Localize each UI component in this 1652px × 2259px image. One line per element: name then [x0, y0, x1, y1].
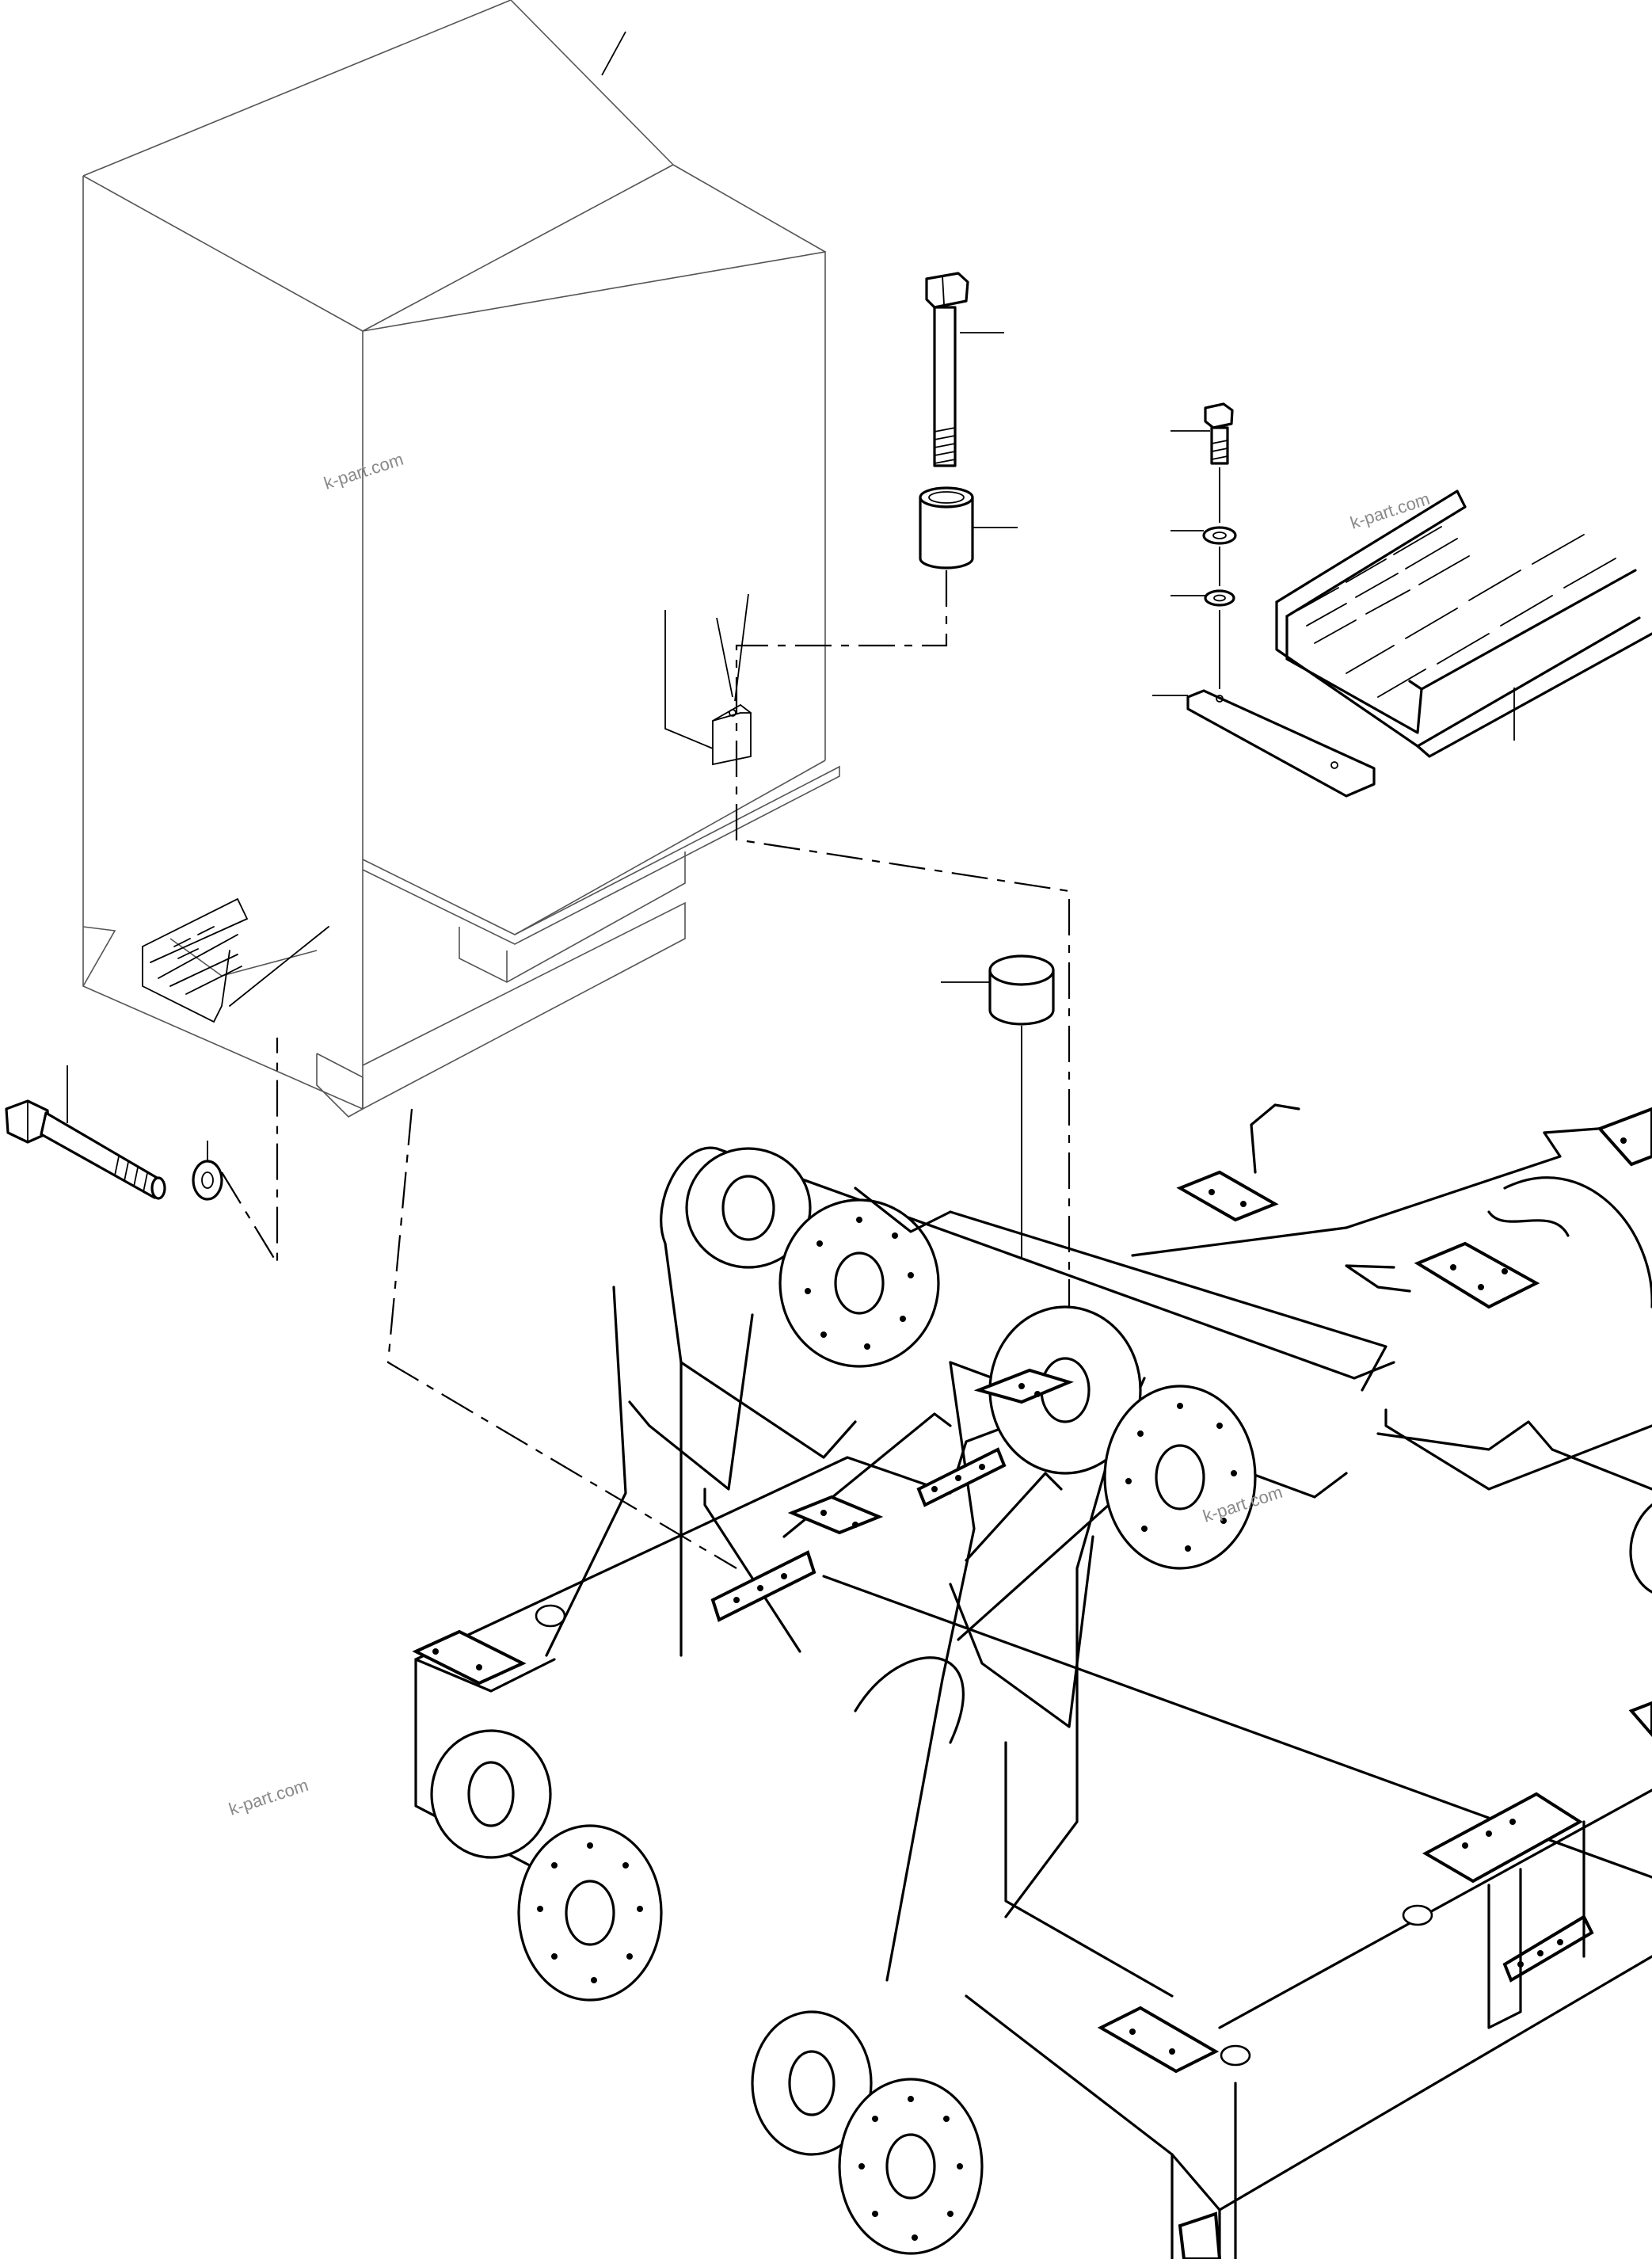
- mounting-plate-icon: [1152, 689, 1376, 798]
- washer-icon: [192, 1141, 223, 1201]
- watermark-text: k-part.com: [1348, 489, 1433, 533]
- watermark-text: k-part.com: [226, 1775, 311, 1819]
- watermark-text: k-part.com: [322, 449, 406, 493]
- hex-bolt-icon: [5, 1065, 166, 1200]
- assembly-centerlines: [221, 570, 1071, 1569]
- machine-frame-icon: [412, 1103, 1652, 2259]
- small-bolt-icon: [1170, 402, 1234, 465]
- cable-tray-icon: [1275, 490, 1652, 758]
- hex-bolt-icon: [925, 272, 1004, 467]
- packing-crate-icon: [82, 0, 840, 1118]
- cap-plug-icon: [941, 954, 1055, 1259]
- spacer-sleeve-icon: [919, 486, 1018, 570]
- flange-bolt-circles: [537, 1217, 1237, 2241]
- washer-icon: [1170, 467, 1237, 689]
- bolt-holes: [432, 1137, 1627, 2055]
